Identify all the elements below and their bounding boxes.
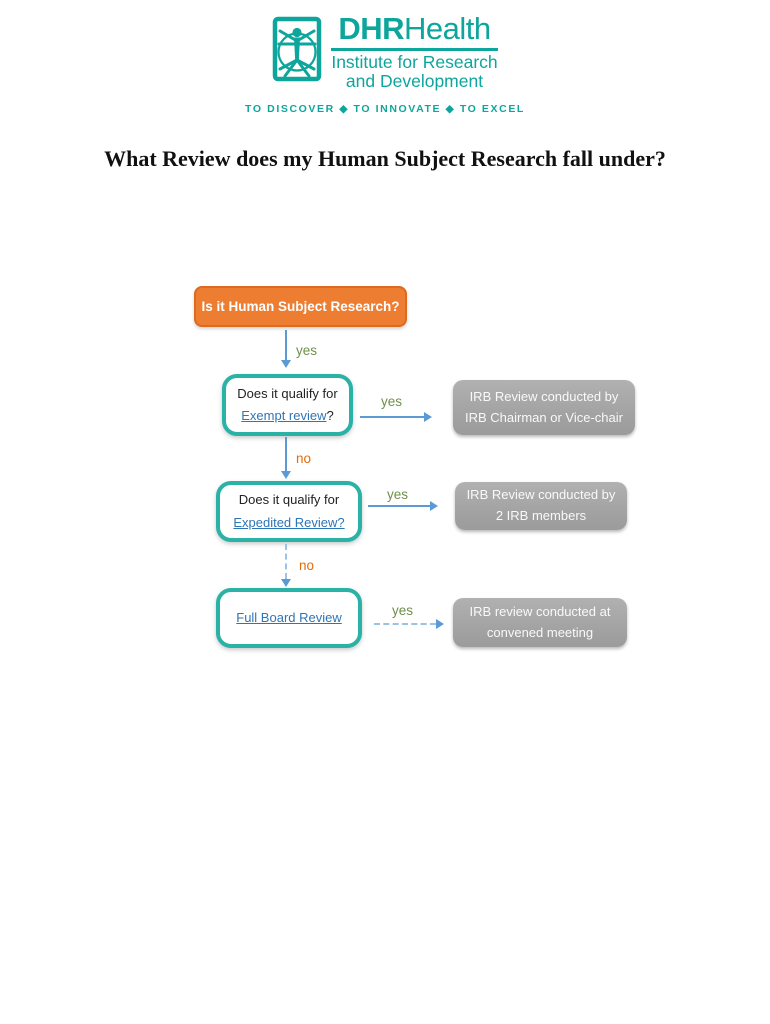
expedited-review-link[interactable]: Expedited Review? bbox=[233, 514, 345, 530]
arrow-head-icon bbox=[424, 412, 432, 422]
full-board-review-link[interactable]: Full Board Review bbox=[236, 609, 342, 625]
edge-label-yes-1: yes bbox=[296, 343, 318, 358]
exempt-review-link[interactable]: Exempt review bbox=[241, 408, 327, 423]
edge-label-no-2: no bbox=[299, 558, 315, 573]
arrow-shaft bbox=[285, 544, 287, 579]
brand-divider bbox=[331, 47, 498, 51]
outcome-box-chairman: IRB Review conducted by IRB Chairman or … bbox=[453, 380, 635, 435]
decision-box-expedited: Does it qualify for Expedited Review? bbox=[216, 481, 362, 542]
decision-line1: Does it qualify for bbox=[237, 385, 338, 401]
outcome-line1: IRB Review conducted by bbox=[469, 388, 619, 404]
arrow-down-2 bbox=[280, 437, 292, 479]
arrow-down-1 bbox=[280, 330, 292, 368]
flow-start-box: Is it Human Subject Research? bbox=[194, 286, 407, 327]
decision-line2: Expedited Review? bbox=[233, 512, 344, 534]
arrow-head-icon bbox=[281, 579, 291, 587]
arrow-right-1 bbox=[360, 411, 432, 423]
decision-box-full-board: Full Board Review bbox=[216, 588, 362, 648]
arrow-head-icon bbox=[436, 619, 444, 629]
arrow-right-3 bbox=[374, 618, 444, 630]
arrow-shaft bbox=[285, 330, 287, 360]
arrow-right-2 bbox=[368, 500, 438, 512]
arrow-shaft bbox=[374, 623, 436, 625]
brand-name: DHRHealth bbox=[338, 11, 491, 46]
decision-box-exempt: Does it qualify for Exempt review? bbox=[222, 374, 353, 436]
logo-row: DHRHealth Institute for Research and Dev… bbox=[272, 11, 498, 92]
brand-text: DHRHealth Institute for Research and Dev… bbox=[331, 11, 498, 92]
outcome-line1: IRB review conducted at bbox=[469, 603, 611, 619]
outcome-box-two-members: IRB Review conducted by 2 IRB members bbox=[455, 482, 627, 530]
brand-tagline: TO DISCOVER ◆ TO INNOVATE ◆ TO EXCEL bbox=[245, 102, 525, 115]
question-mark: ? bbox=[326, 408, 334, 423]
vitruvian-man-icon bbox=[273, 16, 322, 82]
brand-health: Health bbox=[404, 11, 491, 46]
outcome-line2: IRB Chairman or Vice-chair bbox=[465, 409, 623, 425]
edge-label-yes-4: yes bbox=[392, 603, 414, 618]
decision-line2: Full Board Review bbox=[236, 607, 342, 629]
arrow-head-icon bbox=[281, 471, 291, 479]
decision-line1: Does it qualify for bbox=[238, 492, 340, 508]
flow-start-label: Is it Human Subject Research? bbox=[201, 299, 400, 314]
brand-dhr: DHR bbox=[338, 11, 405, 46]
outcome-line2: convened meeting bbox=[486, 624, 594, 640]
edge-label-yes-3: yes bbox=[387, 487, 409, 502]
outcome-box-convened-meeting: IRB review conducted at convened meeting bbox=[453, 598, 627, 647]
edge-label-no-1: no bbox=[296, 451, 312, 466]
arrow-shaft bbox=[285, 437, 287, 471]
arrow-head-icon bbox=[430, 501, 438, 511]
decision-line2: Exempt review? bbox=[241, 405, 333, 427]
arrow-shaft bbox=[368, 505, 430, 507]
arrow-down-3 bbox=[280, 544, 292, 587]
edge-label-yes-2: yes bbox=[381, 394, 403, 409]
arrow-shaft bbox=[360, 416, 424, 418]
brand-subtitle-line2: and Development bbox=[345, 71, 484, 92]
outcome-line2: 2 IRB members bbox=[495, 508, 587, 523]
logo-block: DHRHealth Institute for Research and Dev… bbox=[0, 11, 770, 115]
page-title: What Review does my Human Subject Resear… bbox=[104, 146, 666, 171]
arrow-head-icon bbox=[281, 360, 291, 368]
brand-subtitle-line1: Institute for Research bbox=[331, 51, 498, 72]
outcome-line1: IRB Review conducted by bbox=[466, 487, 616, 503]
